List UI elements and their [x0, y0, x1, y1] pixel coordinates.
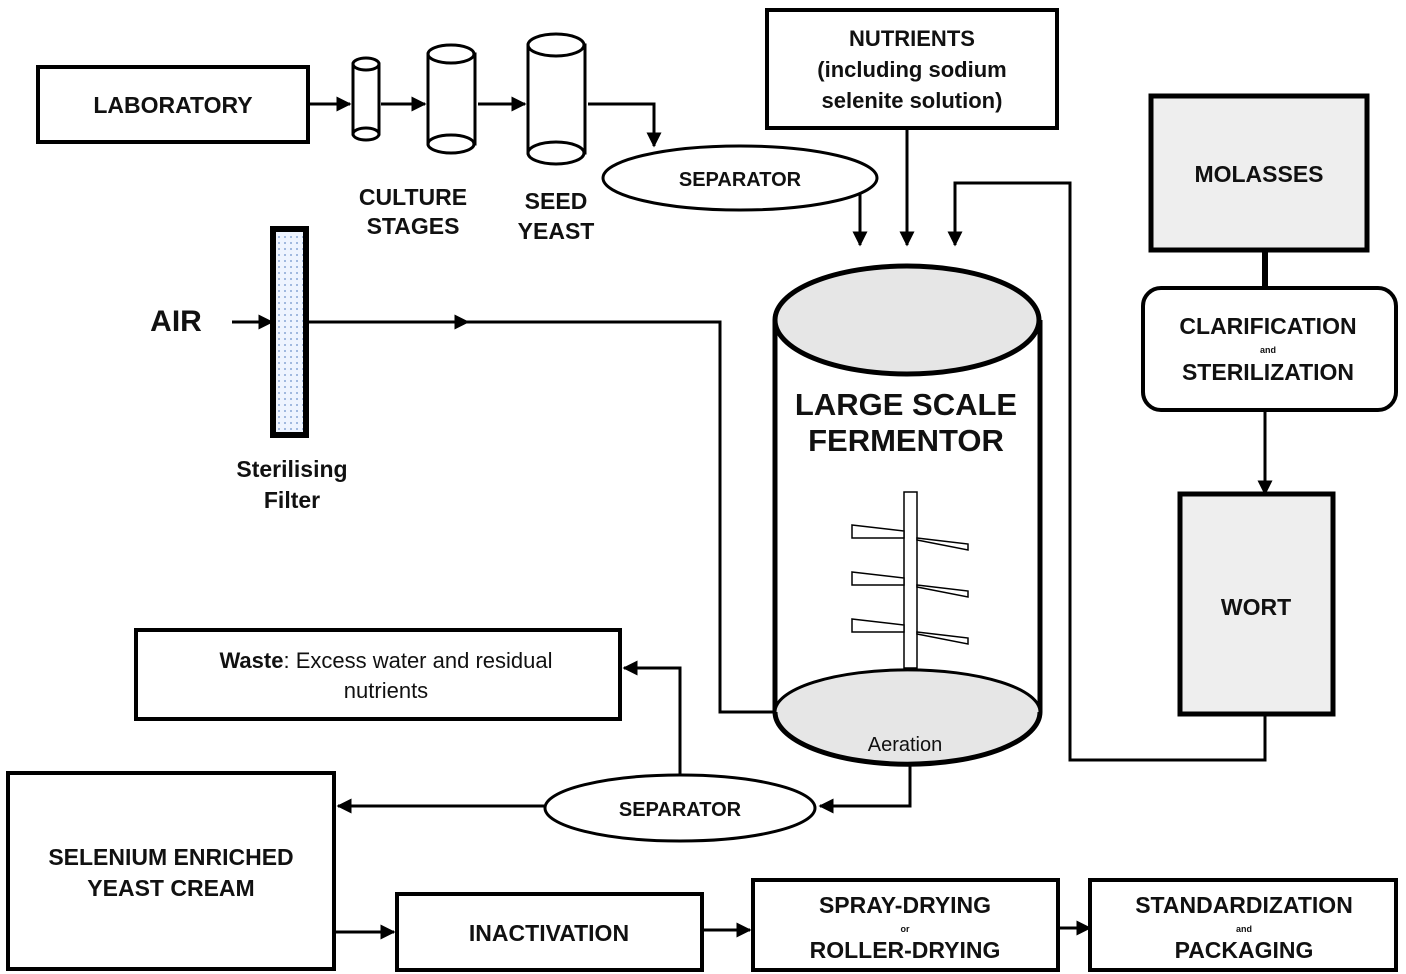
clarification-label: CLARIFICATION: [1179, 313, 1356, 339]
waste-box: Waste: Excess water and residual nutrien…: [134, 628, 622, 721]
seed-yeast-label-2: YEAST: [518, 218, 595, 244]
culture-stages-label-1: CULTURE: [359, 184, 467, 210]
standardization-box: STANDARDIZATION and PACKAGING: [1088, 878, 1398, 972]
seed-yeast-label-1: SEED: [525, 188, 588, 214]
yeast-cream-label-1: SELENIUM ENRICHED: [48, 844, 293, 870]
sterilization-label: STERILIZATION: [1182, 359, 1354, 385]
nutrients-label-2: (including sodium: [817, 57, 1006, 82]
nutrients-label-1: NUTRIENTS: [849, 26, 975, 51]
yeast-cream-box: SELENIUM ENRICHED YEAST CREAM: [6, 771, 336, 971]
waste-label-line1: Waste: Excess water and residual: [219, 648, 552, 673]
roller-drying-label: ROLLER-DRYING: [810, 937, 1001, 963]
fermentor-label-2: FERMENTOR: [808, 423, 1004, 458]
fermentor-label-1: LARGE SCALE: [795, 387, 1017, 422]
wort-box: WORT: [1177, 491, 1336, 717]
clarification-box: CLARIFICATION and STERILIZATION: [1141, 286, 1398, 412]
wort-label: WORT: [1221, 594, 1291, 620]
spray-drying-label: SPRAY-DRYING: [819, 892, 991, 918]
laboratory-label: LABORATORY: [93, 92, 252, 118]
separator-bottom: SEPARATOR: [543, 773, 817, 843]
drying-or-label: or: [901, 924, 910, 934]
waste-label-rest: : Excess water and residual: [283, 648, 552, 673]
drying-box: SPRAY-DRYING or ROLLER-DRYING: [751, 878, 1060, 972]
nutrients-label-3: selenite solution): [822, 88, 1003, 113]
separator-top: SEPARATOR: [601, 144, 879, 212]
air-label: AIR: [150, 305, 202, 338]
separator-bottom-label: SEPARATOR: [619, 799, 742, 821]
agitator: [851, 491, 969, 669]
molasses-box: MOLASSES: [1148, 93, 1370, 253]
sterilising-filter-label-2: Filter: [264, 487, 320, 513]
waste-label-bold: Waste: [219, 648, 283, 673]
sterilising-filter-label-1: Sterilising: [236, 456, 347, 482]
inactivation-box: INACTIVATION: [395, 892, 704, 972]
inactivation-label: INACTIVATION: [469, 920, 629, 946]
sterilising-filter: [270, 226, 309, 438]
nutrients-box: NUTRIENTS (including sodium selenite sol…: [765, 8, 1059, 130]
laboratory-box: LABORATORY: [36, 65, 310, 144]
standardization-and-label: and: [1236, 924, 1252, 934]
waste-label-line2: nutrients: [344, 678, 428, 703]
yeast-cream-label-2: YEAST CREAM: [87, 875, 254, 901]
standardization-label: STANDARDIZATION: [1135, 892, 1353, 918]
molasses-label: MOLASSES: [1194, 161, 1323, 187]
seed-yeast-vessel: [526, 32, 587, 166]
clarification-and-label: and: [1260, 345, 1276, 355]
culture-stages-label-2: STAGES: [367, 213, 460, 239]
culture-vessel-medium: [426, 43, 477, 155]
separator-top-label: SEPARATOR: [679, 169, 802, 191]
aeration-label: Aeration: [868, 734, 943, 756]
packaging-label: PACKAGING: [1175, 937, 1314, 963]
culture-vessel-small: [351, 56, 381, 142]
